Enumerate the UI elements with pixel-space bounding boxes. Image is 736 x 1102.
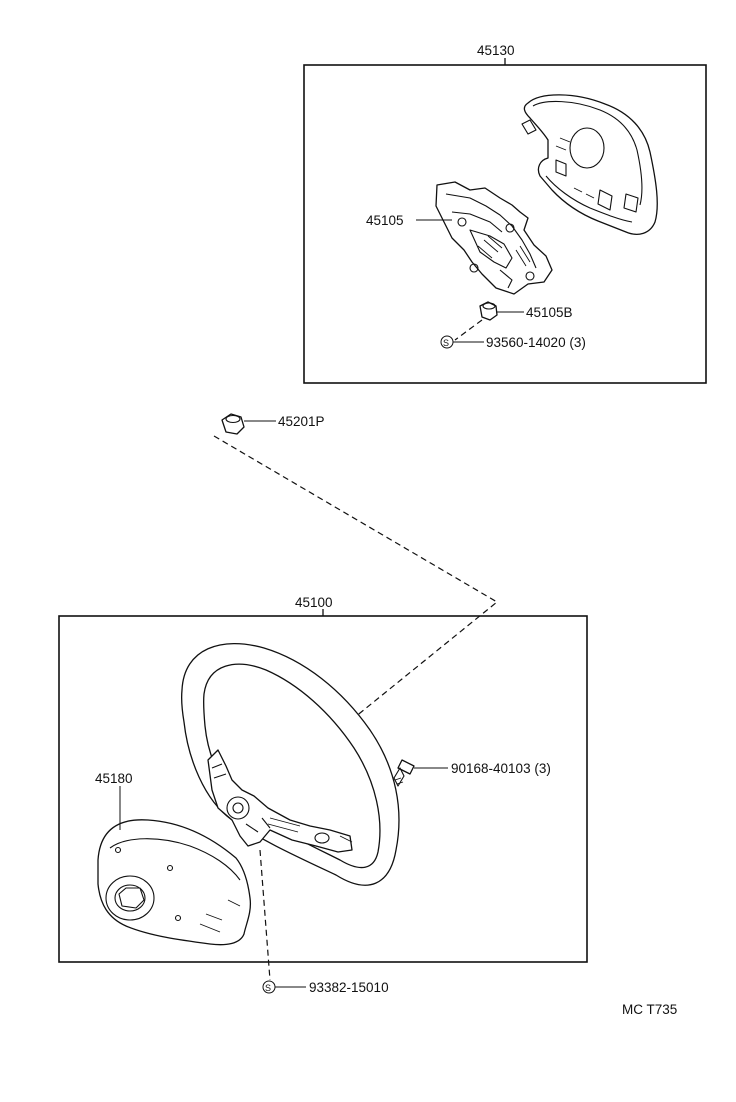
screw-s-symbol-bottom: S [262,980,276,994]
label-45100: 45100 [295,595,333,610]
screw-s-symbol-top: S [440,335,454,349]
label-45201p: 45201P [278,414,325,429]
label-45180: 45180 [95,771,133,786]
label-93560-14020: 93560-14020 (3) [486,335,586,350]
label-45130: 45130 [477,43,515,58]
svg-text:S: S [265,983,271,993]
label-45105: 45105 [366,213,404,228]
svg-text:S: S [443,338,449,348]
steering-wheel-part [180,642,400,886]
horn-cover-part [521,94,658,235]
bolt-part [393,759,415,787]
nut-45201p-part [221,413,245,435]
figure-code: MC T735 [622,1002,677,1017]
nut-45105b-part [479,301,498,321]
label-93382-15010: 93382-15010 [309,980,389,995]
label-90168-40103: 90168-40103 (3) [451,761,551,776]
plate-part [435,181,553,295]
assembly-dashed-line [213,435,499,727]
horn-pad-part [97,819,252,946]
label-45105b: 45105B [526,305,573,320]
